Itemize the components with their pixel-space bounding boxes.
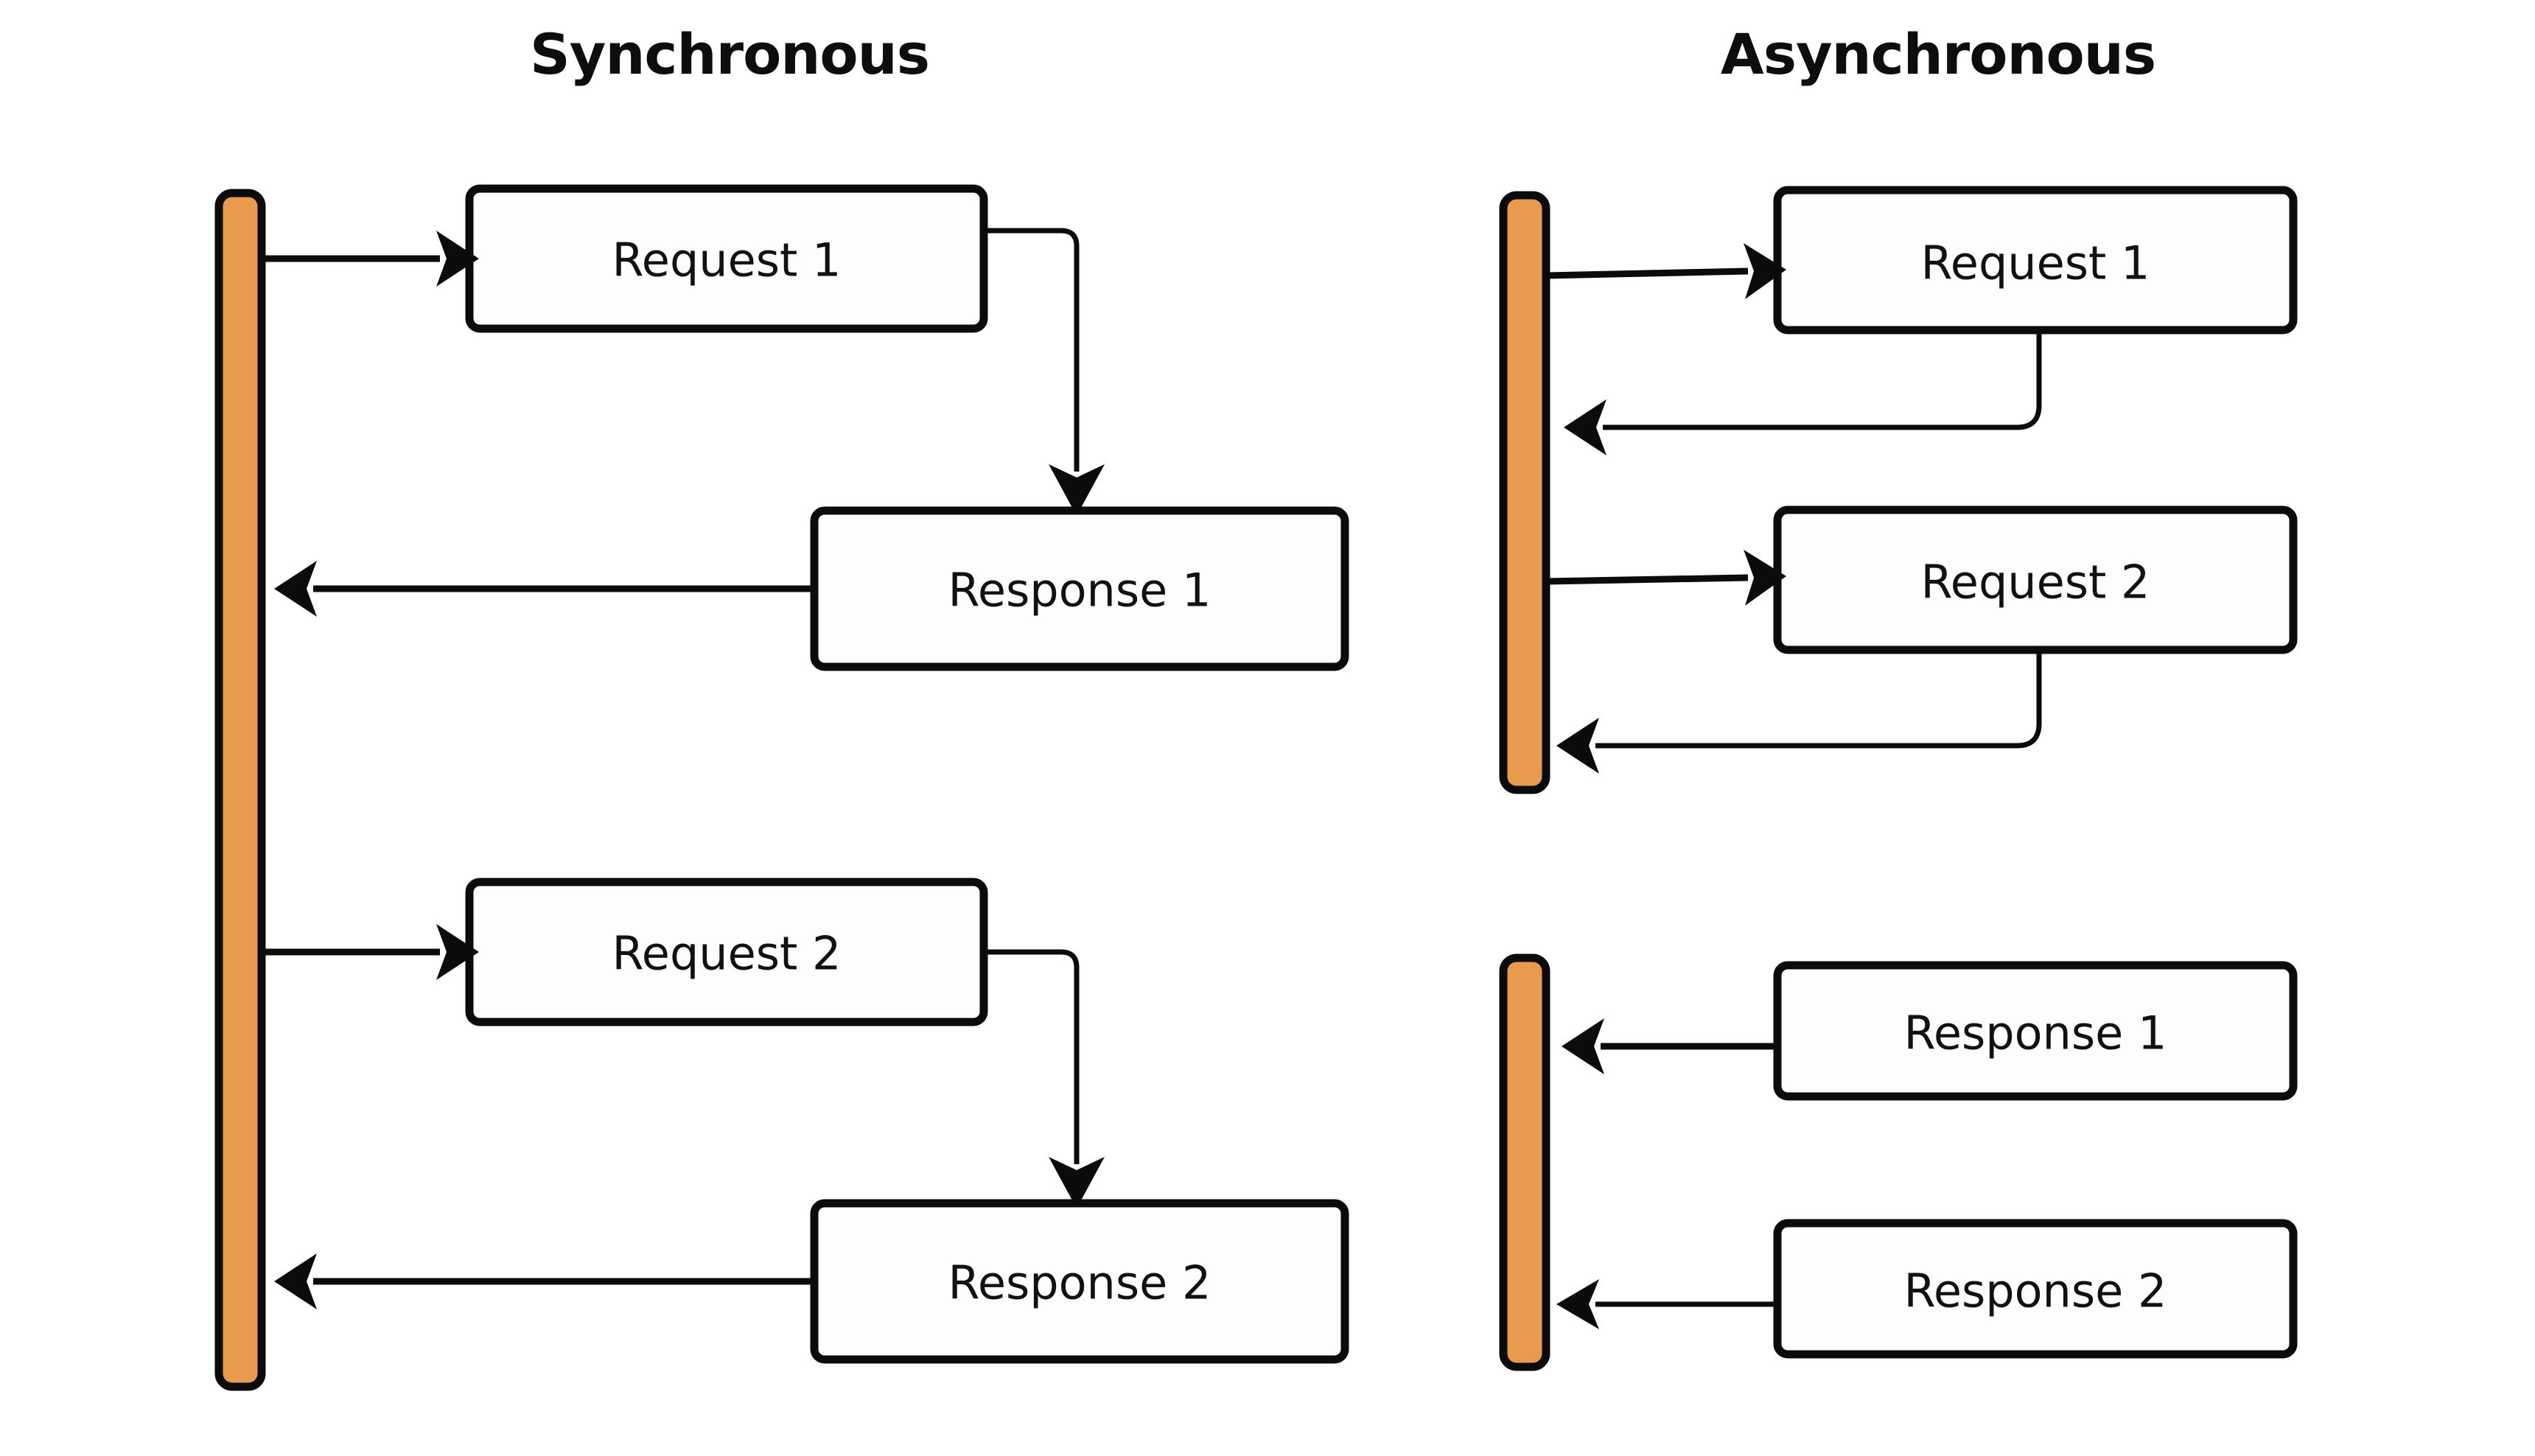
sync-request-1-label: Request 1 [612, 234, 842, 287]
panel-synchronous: Synchronous Request 1 Response 1 [214, 21, 1349, 1391]
sync-response-1-label: Response 1 [948, 564, 1211, 617]
async-lifeline-lower [1499, 953, 1550, 1371]
sync-request-2-label: Request 2 [612, 927, 842, 981]
panel-title-asynchronous: Asynchronous [1721, 21, 2155, 87]
async-conn-resp-1 [1562, 1018, 1777, 1074]
async-conn-call-2 [1545, 550, 1786, 606]
caller-lifeline [214, 189, 266, 1391]
async-lifeline-upper [1499, 191, 1550, 794]
sync-request-1-node[interactable]: Request 1 [465, 184, 988, 333]
sync-response-1-node[interactable]: Response 1 [810, 506, 1349, 671]
async-request-2-label: Request 2 [1921, 556, 2150, 609]
async-response-2-label: Response 2 [1904, 1264, 2167, 1318]
sync-conn-call-1 [262, 231, 479, 287]
async-conn-call-1 [1545, 243, 1786, 299]
sync-conn-req1-resp1 [984, 228, 1105, 516]
async-response-1-label: Response 1 [1904, 1007, 2167, 1060]
sync-conn-resp1-back [274, 561, 814, 617]
async-response-1-box[interactable] [1773, 961, 2298, 1101]
async-conn-ack-1 [1564, 330, 2042, 455]
sync-conn-call-2 [262, 924, 479, 980]
sync-response-2-node[interactable]: Response 2 [810, 1199, 1349, 1364]
async-response-2-node[interactable]: Response 2 [1773, 1219, 2298, 1359]
async-response-2-box[interactable] [1773, 1219, 2298, 1359]
async-request-1-box[interactable] [1773, 186, 2298, 335]
async-request-2-node[interactable]: Request 2 [1773, 505, 2298, 654]
panel-title-synchronous: Synchronous [530, 21, 929, 87]
sync-conn-req2-resp2 [984, 949, 1105, 1208]
async-request-1-node[interactable]: Request 1 [1773, 186, 2298, 335]
sync-response-2-label: Response 2 [948, 1256, 1211, 1310]
sync-conn-resp2-back [274, 1253, 814, 1309]
async-request-1-label: Request 1 [1921, 237, 2150, 290]
panel-asynchronous: Asynchronous Request 1 [1499, 21, 2298, 1371]
async-conn-resp-2 [1556, 1279, 1777, 1329]
async-response-1-node[interactable]: Response 1 [1773, 961, 2298, 1101]
sync-request-2-node[interactable]: Request 2 [465, 878, 988, 1026]
async-conn-ack-2 [1556, 650, 2042, 774]
